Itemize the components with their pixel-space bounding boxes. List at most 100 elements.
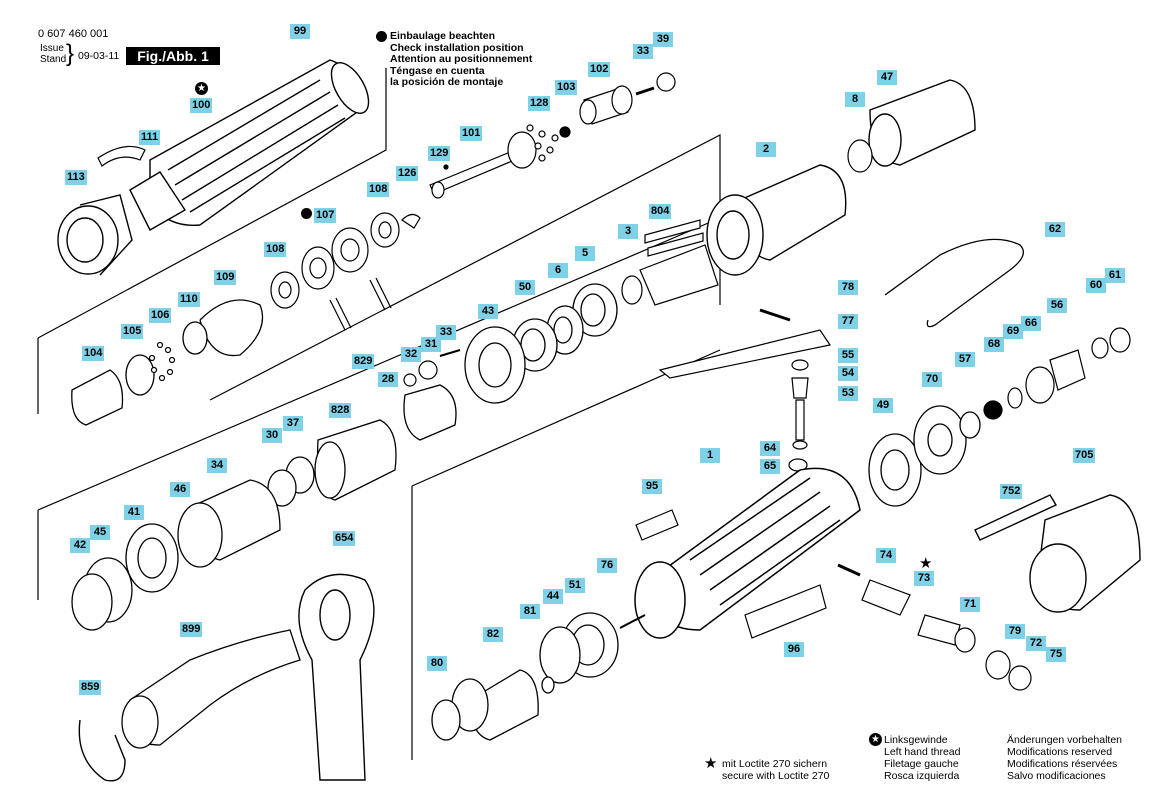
part-label-81: 81	[520, 604, 540, 619]
part-label-32: 32	[401, 347, 421, 362]
loctite-line: secure with Loctite 270	[722, 770, 830, 782]
loctite-star-icon: ★	[704, 755, 718, 772]
part-label-899: 899	[180, 622, 203, 637]
part-label-73: 73	[914, 571, 934, 586]
label-plate-95	[635, 509, 679, 541]
part-label-128: 128	[528, 96, 551, 111]
parts-705-752	[974, 494, 1141, 613]
part-label-42: 42	[70, 538, 90, 553]
left-thread-note: Linksgewinde Left hand thread Filetage g…	[884, 734, 960, 782]
part-label-64: 64	[760, 441, 780, 456]
part-label-56: 56	[1047, 298, 1067, 313]
nut-113	[57, 194, 133, 276]
part-label-82: 82	[483, 627, 503, 642]
install-line: Téngase en cuenta	[390, 64, 485, 77]
rotor-3	[621, 244, 719, 306]
vanes-804	[644, 219, 704, 257]
part-label-75: 75	[1046, 647, 1066, 662]
part-label-109: 109	[214, 270, 237, 285]
modifications-line: Änderungen vorbehalten	[1007, 734, 1123, 746]
part-label-2: 2	[756, 142, 776, 157]
part-label-129: 129	[428, 146, 451, 161]
part-label-99: 99	[290, 24, 310, 39]
part-label-57: 57	[955, 352, 975, 367]
clamp-859	[78, 719, 126, 782]
ball-68	[983, 400, 1003, 420]
left-thread-line: Left hand thread	[884, 746, 961, 758]
part-label-102: 102	[588, 62, 611, 77]
part-label-34: 34	[207, 458, 227, 473]
part-label-31: 31	[421, 337, 441, 352]
label-plate-96	[744, 584, 827, 639]
part-label-54: 54	[838, 366, 858, 381]
part-label-8: 8	[845, 92, 865, 107]
part-label-61: 61	[1105, 268, 1125, 283]
part-label-37: 37	[283, 416, 303, 431]
install-line: Einbaulage beachten	[390, 30, 496, 42]
part-label-41: 41	[124, 505, 144, 520]
issue-label: Issue	[40, 43, 64, 54]
part-label-107: 107	[314, 208, 337, 223]
installation-note: Einbaulage beachten Check installation p…	[390, 30, 532, 89]
part-label-113: 113	[65, 170, 87, 185]
motor-cylinder-parts	[71, 384, 457, 631]
part-label-95: 95	[642, 479, 662, 494]
part-label-80: 80	[427, 656, 447, 671]
parts-69-66-56-60-61	[1007, 327, 1131, 409]
valve-parts-55-54-53	[788, 359, 809, 472]
brace: }	[66, 40, 75, 67]
part-label-78: 78	[838, 280, 858, 295]
part-label-126: 126	[396, 166, 419, 181]
left-thread-icon: ★	[195, 82, 208, 95]
issue-stand-label: Issue Stand	[40, 43, 66, 65]
part-label-72: 72	[1026, 636, 1046, 651]
part-label-108: 108	[367, 182, 390, 197]
part-label-804: 804	[649, 204, 672, 219]
part-label-828: 828	[329, 403, 352, 418]
install-dot-icon	[301, 208, 312, 219]
part-label-43: 43	[478, 304, 498, 319]
loctite-star-icon: ★	[919, 555, 933, 572]
grip-899	[121, 629, 301, 749]
part-label-51: 51	[565, 578, 585, 593]
modifications-line: Salvo modificaciones	[1007, 770, 1106, 782]
part-label-28: 28	[378, 372, 398, 387]
part-label-60: 60	[1086, 278, 1106, 293]
cylinder-47	[868, 79, 976, 167]
balls-128	[526, 124, 559, 162]
part-label-69: 69	[1003, 324, 1023, 339]
install-line: la posición de montaje	[390, 76, 504, 88]
modifications-line: Modifications réservées	[1007, 758, 1118, 770]
part-label-110: 110	[178, 292, 200, 307]
lever-77	[658, 329, 831, 379]
part-label-44: 44	[543, 589, 563, 604]
ring-111	[97, 145, 146, 167]
part-label-47: 47	[877, 70, 897, 85]
part-label-111: 111	[139, 130, 161, 145]
install-line: Check installation position	[390, 41, 524, 54]
part-label-77: 77	[838, 314, 858, 329]
part-label-5: 5	[575, 246, 595, 261]
part-label-104: 104	[82, 346, 105, 361]
part-label-30: 30	[262, 428, 282, 443]
part-label-654: 654	[333, 531, 356, 546]
modifications-note: Änderungen vorbehalten Modifications res…	[1007, 734, 1122, 782]
pin-78	[759, 308, 791, 322]
small-gears-32-31	[403, 349, 461, 387]
balls-106	[148, 341, 176, 382]
part-label-705: 705	[1073, 448, 1096, 463]
part-number: 0 607 460 001	[38, 28, 109, 40]
housing-1	[634, 467, 861, 639]
part-label-108: 108	[264, 242, 287, 257]
gear-39	[656, 72, 676, 92]
part-label-66: 66	[1021, 316, 1041, 331]
part-label-829: 829	[352, 354, 375, 369]
ball-103	[559, 126, 571, 138]
part-102	[579, 85, 633, 125]
part-label-3: 3	[618, 224, 638, 239]
install-dot-icon	[376, 31, 387, 42]
section-lines	[37, 68, 721, 760]
side-handle-654	[298, 573, 375, 781]
modifications-line: Modifications reserved	[1007, 746, 1113, 758]
